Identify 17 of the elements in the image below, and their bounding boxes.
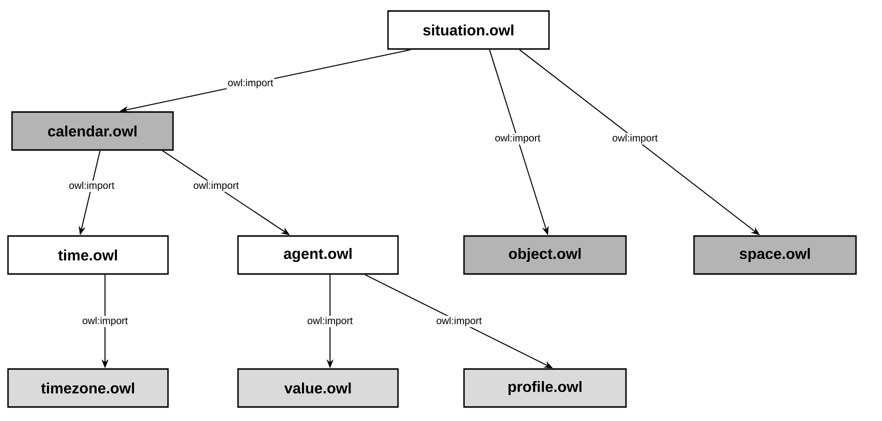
ontology-box: situation.owl — [387, 10, 550, 50]
edge-label: owl:import — [69, 182, 114, 191]
edge-label: owl:import — [82, 316, 128, 326]
ontology-box: time.owl — [7, 235, 169, 275]
edge-label: owl:import — [228, 78, 274, 88]
ontology-box: calendar.owl — [11, 111, 174, 151]
edge-label: owl:import — [612, 134, 658, 144]
ontology-box: agent.owl — [237, 235, 399, 275]
ontology-box: timezone.owl — [7, 368, 169, 408]
ontology-box: profile.owl — [463, 368, 627, 408]
edge-label: owl:import — [436, 316, 482, 326]
edge-label: owl:import — [194, 182, 239, 191]
ontology-box: space.owl — [693, 235, 857, 275]
edge-label: owl:import — [495, 134, 540, 144]
ontology-box: object.owl — [463, 235, 627, 275]
edge-label: owl:import — [308, 316, 353, 326]
ontology-box: value.owl — [237, 368, 399, 408]
